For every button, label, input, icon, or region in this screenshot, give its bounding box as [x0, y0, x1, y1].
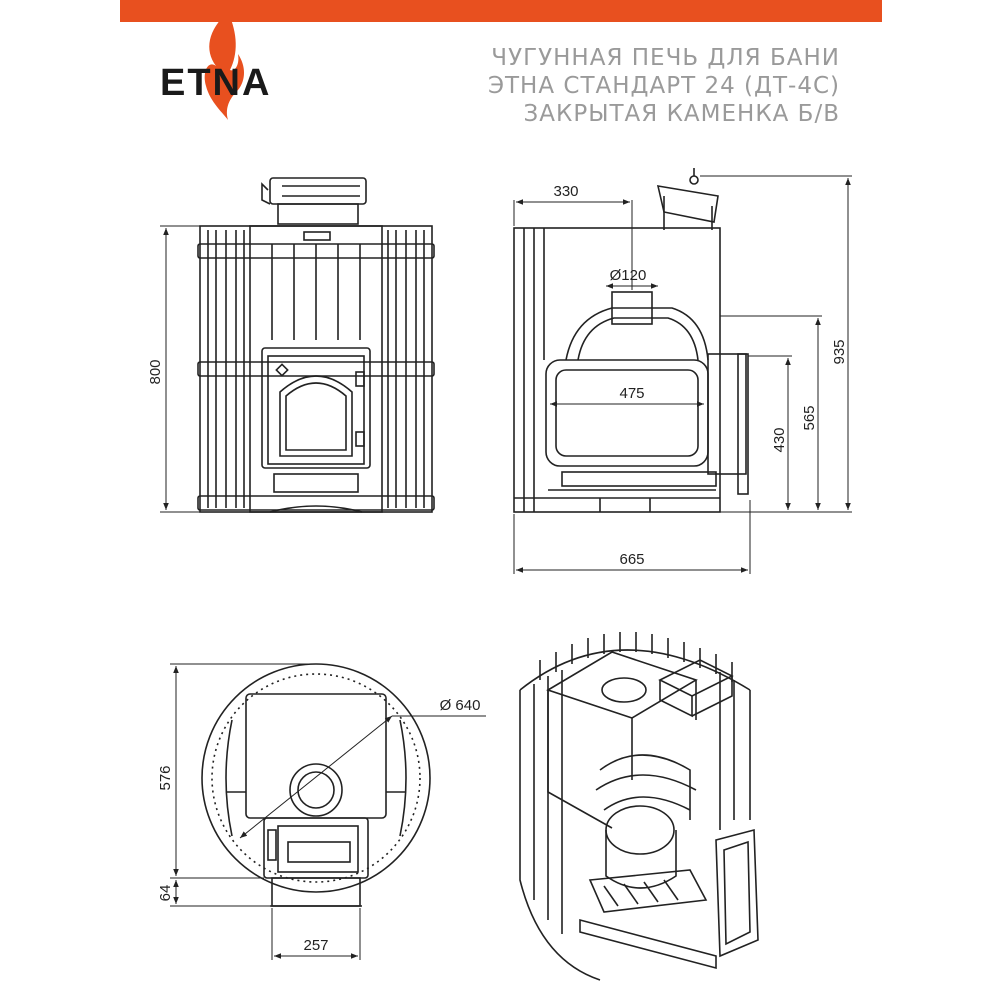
top-dimensions [170, 663, 486, 960]
dim-475: 475 [619, 385, 644, 402]
dim-257: 257 [303, 937, 328, 954]
front-view [197, 177, 435, 513]
isometric-cutaway [519, 632, 759, 981]
header-accent-bar [120, 0, 882, 22]
dim-640: Ø 640 [440, 697, 481, 714]
dim-330: 330 [553, 183, 578, 200]
dim-430: 430 [771, 427, 788, 452]
product-title: ЧУГУННАЯ ПЕЧЬ ДЛЯ БАНИ ЭТНА СТАНДАРТ 24 … [488, 44, 840, 128]
flame-icon [204, 12, 244, 120]
title-line-3: ЗАКРЫТАЯ КАМЕНКА Б/В [523, 101, 840, 127]
dim-565: 565 [801, 405, 818, 430]
title-line-2: ЭТНА СТАНДАРТ 24 (ДТ-4С) [487, 73, 840, 99]
side-view [513, 168, 749, 513]
top-view [201, 663, 431, 907]
front-height-dimension: 800 [147, 225, 200, 513]
logo-wordmark: ETNA [160, 62, 272, 104]
dim-64: 64 [157, 885, 174, 902]
dim-pipe-120: Ø120 [610, 267, 647, 284]
dim-800: 800 [147, 359, 164, 384]
etna-logo: ETNA [160, 10, 300, 122]
dim-576: 576 [157, 765, 174, 790]
dim-935: 935 [831, 339, 848, 364]
side-dimensions [513, 175, 852, 574]
dim-665: 665 [619, 551, 644, 568]
title-line-1: ЧУГУННАЯ ПЕЧЬ ДЛЯ БАНИ [491, 45, 840, 71]
